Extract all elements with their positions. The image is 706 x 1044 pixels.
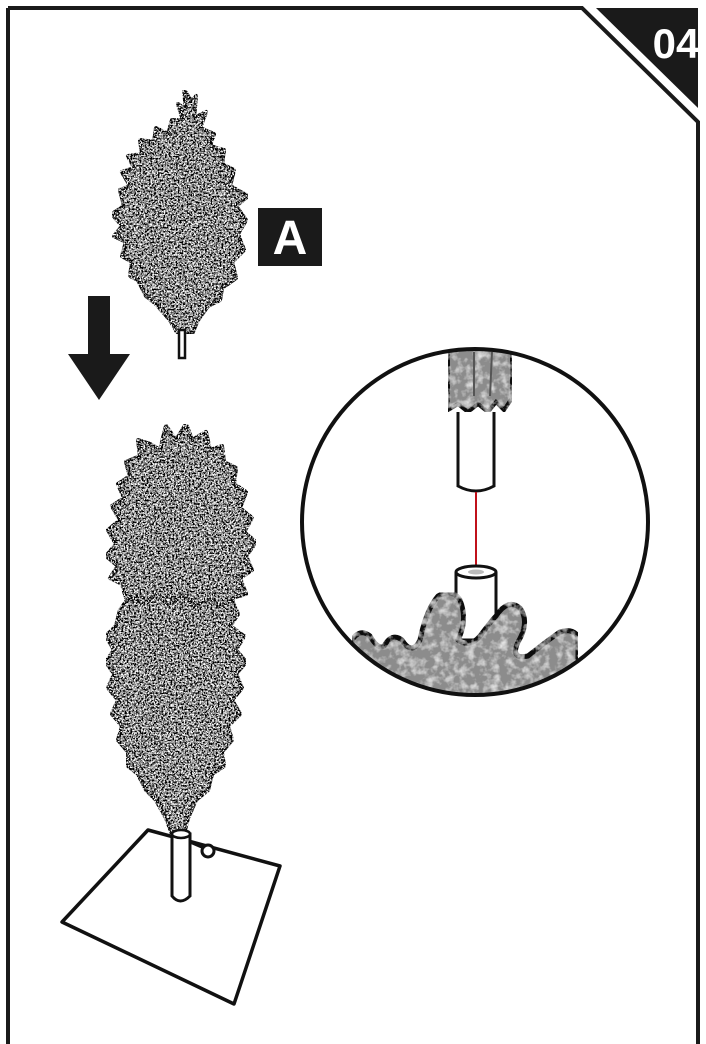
down-arrow-icon (68, 296, 130, 400)
tree-top-section-a (112, 90, 248, 358)
part-label-a-text: A (273, 212, 308, 265)
magnifier-detail-circle (300, 340, 652, 700)
step-number: 04 (653, 20, 700, 67)
part-label-a: A (258, 208, 322, 266)
tree-stand (62, 830, 280, 1004)
step-badge: 04 (596, 8, 700, 108)
assembled-tree (62, 424, 280, 1004)
